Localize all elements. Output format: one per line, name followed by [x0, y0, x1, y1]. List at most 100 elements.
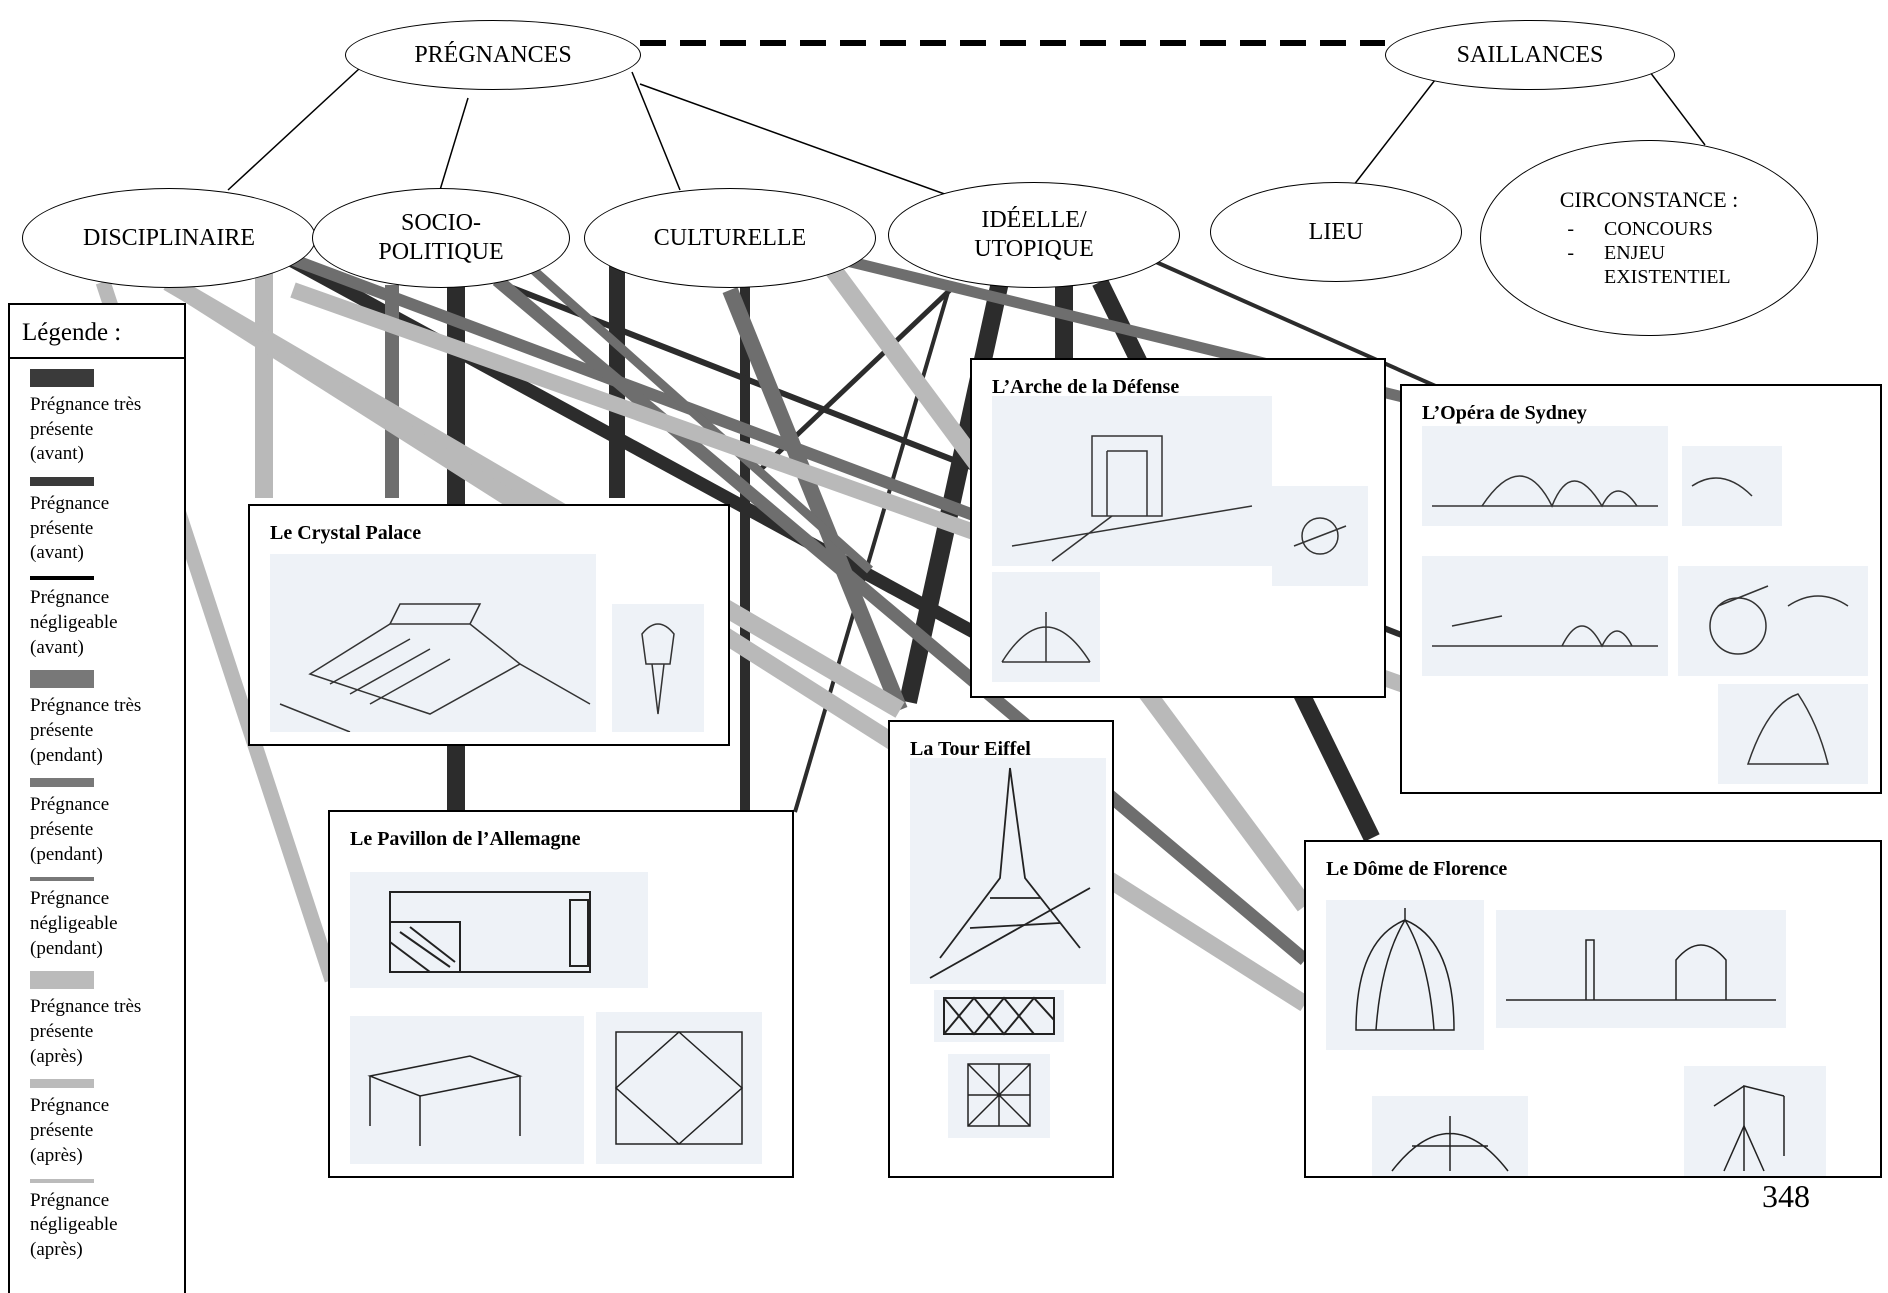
- node-socio-label: SOCIO- POLITIQUE: [378, 210, 504, 265]
- sketch-drawing: [929, 767, 1091, 979]
- sketch-image: [1372, 1096, 1528, 1176]
- node-lieu: LIEU: [1210, 182, 1462, 282]
- sketch-drawing: [1432, 475, 1658, 508]
- legend-swatch: [30, 670, 94, 689]
- circonstance-item: - CONCOURS: [1567, 217, 1730, 241]
- card-tour-eiffel: La Tour Eiffel: [888, 720, 1114, 1178]
- node-lieu-label: LIEU: [1308, 218, 1364, 245]
- legend-label: Prégnance présente (après): [30, 1095, 110, 1166]
- node-pregnances-label: PRÉGNANCES: [414, 41, 572, 68]
- page-number: 348: [1762, 1178, 1810, 1214]
- sketch-image: [1496, 910, 1786, 1028]
- node-disciplinaire: DISCIPLINAIRE: [22, 188, 316, 288]
- sketch-drawing: [1391, 1116, 1509, 1172]
- legend-item: Prégnance présente (après): [30, 1079, 174, 1168]
- node-socio-politique: SOCIO- POLITIQUE: [312, 188, 570, 288]
- sketch-drawing: [614, 1030, 744, 1146]
- sketch-image: [1682, 446, 1782, 526]
- legend-label: Prégnance négligeable (pendant): [30, 888, 118, 959]
- sketch-drawing: [1293, 517, 1347, 555]
- sketch-drawing: [1011, 435, 1253, 562]
- sketch-drawing: [1001, 612, 1091, 663]
- sketch-drawing: [1506, 939, 1776, 1001]
- legend-item: Prégnance présente (avant): [30, 477, 174, 566]
- sketch-image: [948, 1054, 1050, 1138]
- legend-item: Prégnance très présente (avant): [30, 369, 174, 467]
- legend-item: Prégnance négligeable (pendant): [30, 877, 174, 961]
- legend-swatch: [30, 1079, 94, 1089]
- sketch-image: [910, 758, 1106, 984]
- legend-item: Prégnance très présente (après): [30, 971, 174, 1069]
- card-title: Le Pavillon de l’Allemagne: [350, 828, 581, 850]
- legend-item: Prégnance négligeable (avant): [30, 576, 174, 660]
- card-pavillon-allemagne: Le Pavillon de l’Allemagne: [328, 810, 794, 1178]
- node-circonstance: CIRCONSTANCE : -CONCOURS -ENJEU EXISTENT…: [1480, 140, 1818, 336]
- list-dash: -: [1567, 242, 1575, 265]
- sketch-image: [992, 396, 1272, 566]
- sketch-drawing: [1746, 693, 1829, 765]
- node-culturelle-label: CULTURELLE: [653, 224, 807, 251]
- legend-label: Prégnance très présente (après): [30, 996, 142, 1067]
- node-ideelle-utopique: IDÉELLE/ UTOPIQUE: [888, 182, 1180, 288]
- node-culturelle: CULTURELLE: [584, 188, 876, 288]
- sketch-drawing: [641, 623, 675, 715]
- sketch-image: [1684, 1066, 1826, 1176]
- legend-label: Prégnance négligeable (après): [30, 1189, 118, 1260]
- card-title: Le Crystal Palace: [270, 522, 422, 544]
- node-saillances: SAILLANCES: [1385, 20, 1675, 90]
- sketch-drawing: [1691, 477, 1753, 497]
- node-disciplinaire-label: DISCIPLINAIRE: [83, 224, 255, 251]
- card-arche-defense: L’Arche de la Défense: [970, 358, 1386, 698]
- card-title: Le Dôme de Florence: [1326, 858, 1508, 880]
- legend-label: Prégnance très présente (avant): [30, 394, 142, 465]
- legend-swatch: [30, 778, 94, 788]
- card-dome-florence: Le Dôme de Florence: [1304, 840, 1882, 1178]
- legend-items: Prégnance très présente (avant) Prégnanc…: [10, 359, 184, 1263]
- sketch-image: [350, 1016, 584, 1164]
- sketch-image: [934, 990, 1064, 1042]
- legend: Légende : Prégnance très présente (avant…: [8, 303, 186, 1293]
- sketch-drawing: [1709, 585, 1849, 655]
- legend-label: Prégnance présente (avant): [30, 493, 110, 564]
- circonstance-item-text: CONCOURS: [1604, 218, 1713, 241]
- sketch-image: [992, 572, 1100, 682]
- legend-item: Prégnance présente (pendant): [30, 778, 174, 867]
- node-saillances-label: SAILLANCES: [1456, 41, 1604, 68]
- node-ideelle-label: IDÉELLE/ UTOPIQUE: [974, 207, 1094, 262]
- legend-swatch: [30, 1178, 94, 1183]
- sketch-drawing: [1713, 1085, 1785, 1172]
- sketch-drawing: [967, 1063, 1031, 1127]
- sketch-image: [1326, 900, 1484, 1050]
- legend-swatch: [30, 576, 94, 581]
- sketch-drawing: [1432, 615, 1658, 648]
- hierarchy-lines: [227, 67, 1706, 206]
- sketch-drawing: [389, 891, 591, 973]
- sketch-drawing: [367, 1055, 523, 1146]
- sketch-image: [1272, 486, 1368, 586]
- legend-label: Prégnance présente (pendant): [30, 794, 110, 865]
- circonstance-list: -CONCOURS -ENJEU EXISTENTIEL: [1567, 217, 1730, 289]
- legend-swatch: [30, 877, 94, 882]
- list-dash: -: [1567, 218, 1575, 241]
- sketch-image: [1718, 684, 1868, 784]
- sketch-drawing: [279, 603, 591, 733]
- sketch-image: [350, 872, 648, 988]
- legend-title: Légende :: [10, 305, 184, 359]
- card-title: L’Opéra de Sydney: [1422, 402, 1587, 424]
- legend-swatch: [30, 477, 94, 487]
- legend-swatch: [30, 369, 94, 387]
- card-crystal-palace: Le Crystal Palace: [248, 504, 730, 746]
- card-title: L’Arche de la Défense: [992, 376, 1180, 398]
- legend-swatch: [30, 971, 94, 990]
- sketch-image: [270, 554, 596, 733]
- card-title: La Tour Eiffel: [910, 738, 1031, 760]
- legend-item: Prégnance très présente (pendant): [30, 670, 174, 768]
- sketch-image: [1678, 566, 1868, 676]
- sketch-drawing: [1355, 908, 1455, 1031]
- sketch-image: [1422, 426, 1668, 526]
- node-circonstance-label: CIRCONSTANCE :: [1559, 186, 1739, 212]
- legend-label: Prégnance négligeable (avant): [30, 587, 118, 658]
- sketch-drawing: [943, 996, 1055, 1036]
- card-opera-sydney: L’Opéra de Sydney: [1400, 384, 1882, 794]
- sketch-image: [596, 1012, 762, 1164]
